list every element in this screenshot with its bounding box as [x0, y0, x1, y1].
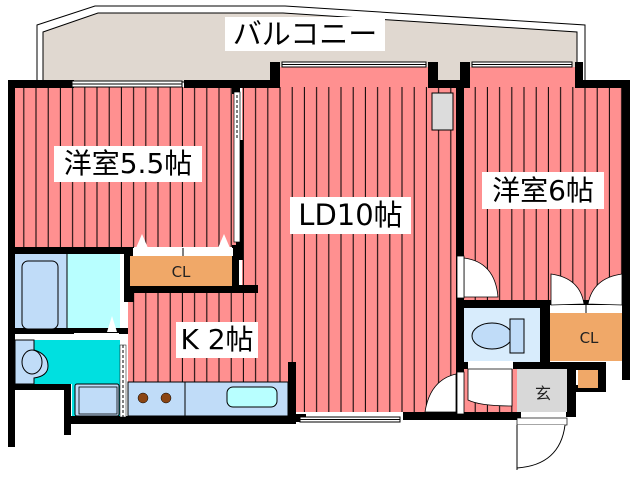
closet-2-label: CL	[579, 329, 599, 347]
balcony-label: バルコニー	[225, 17, 385, 51]
closet-1	[130, 234, 233, 286]
western-room-1-label: 洋室5.5帖	[54, 146, 202, 182]
toilet-room	[464, 308, 540, 369]
kitchen-label: K 2帖	[176, 322, 258, 358]
washroom	[14, 339, 127, 418]
sliding-door-room55-ld	[233, 91, 241, 243]
bathroom	[15, 254, 120, 340]
windows	[71, 61, 573, 423]
closet-1-label: CL	[171, 263, 191, 281]
western-room-2-label: 洋室6帖	[482, 172, 604, 209]
stove-burner-2	[160, 392, 172, 404]
closet-2	[550, 273, 623, 388]
stove-burner-1	[137, 392, 149, 404]
entrance-label: 玄	[534, 384, 551, 403]
fridge-space	[431, 92, 454, 131]
living-dining-label: LD10帖	[290, 197, 411, 234]
entrance	[516, 369, 568, 470]
door-swings	[424, 255, 513, 415]
sink	[226, 386, 278, 408]
kitchen-counter	[127, 381, 289, 417]
walls	[8, 62, 630, 447]
